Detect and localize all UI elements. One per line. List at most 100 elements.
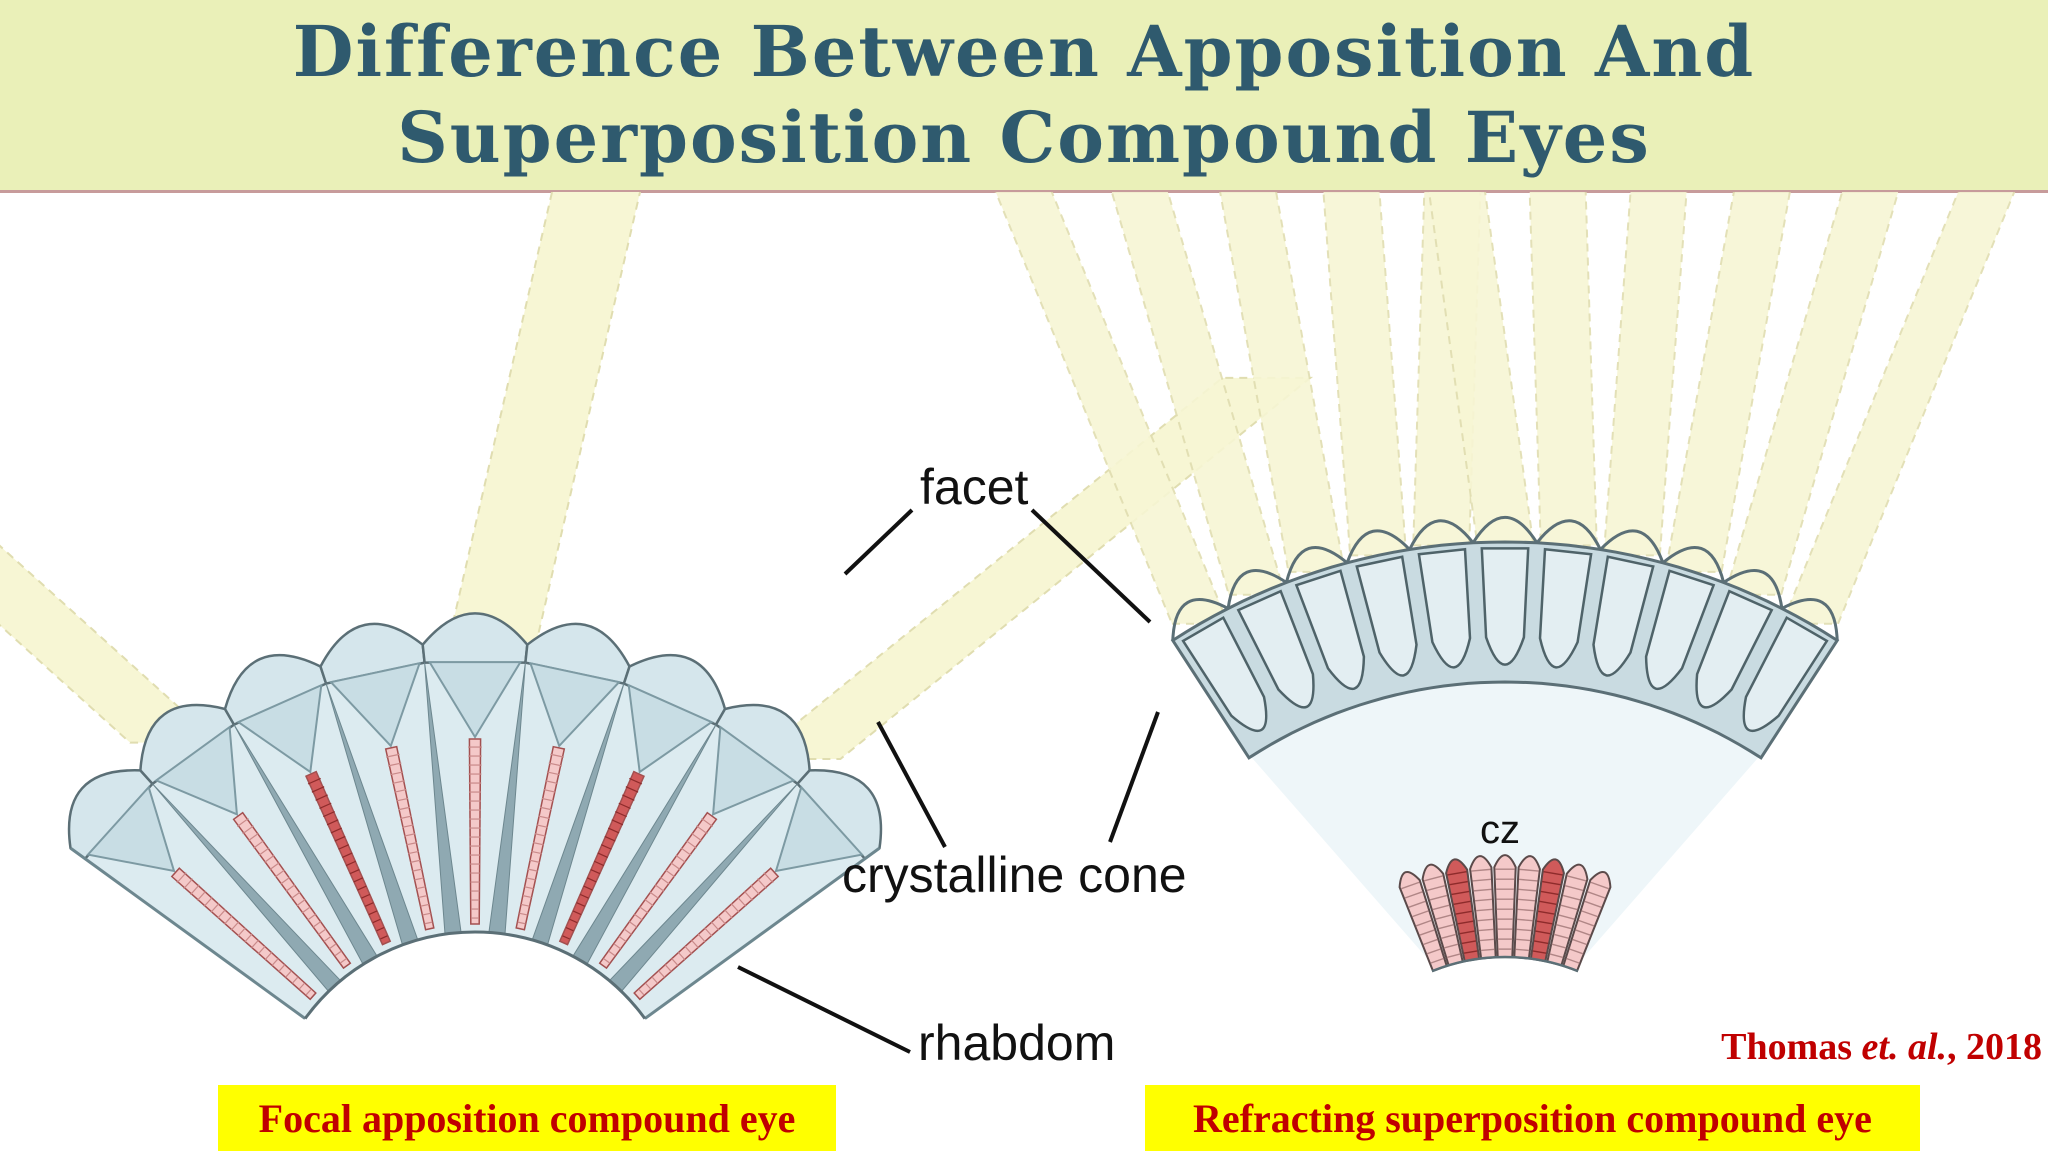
rhabdom-stripe (1519, 868, 1539, 872)
rhabdom-stripe (675, 854, 686, 863)
rhabdom-stripe (339, 958, 347, 964)
rhabdom (598, 811, 718, 970)
light-beam (1219, 192, 1346, 573)
rhabdom-stripe (665, 869, 676, 878)
rhabdom-stripe (420, 903, 429, 907)
facet-label: facet (920, 459, 1029, 515)
clear-zone-label: cz (1480, 808, 1520, 852)
lens-facet (1284, 546, 1349, 583)
rhabdom-stripe (1542, 880, 1561, 886)
rhabdom-stripe (1532, 950, 1547, 954)
crystalline-cone (1294, 569, 1366, 690)
rhabdom-stripe (1447, 870, 1467, 876)
rhabdom-stripe (285, 970, 292, 978)
title-line-2: Superposition Compound Eyes (397, 96, 1651, 179)
rhabdom-stripe (1459, 930, 1475, 935)
rhabdom-stripe (357, 885, 367, 891)
rhabdom (468, 738, 482, 925)
crystalline-cone (1644, 569, 1716, 690)
rhabdom-stripe (244, 933, 253, 943)
caption-superposition: Refracting superposition compound eye (1145, 1085, 1920, 1151)
crystalline-cone (236, 683, 323, 774)
rhabdom-stripe (402, 824, 414, 828)
rhabdom-stripe (329, 943, 337, 950)
rhabdom-stripe (1515, 948, 1530, 952)
leader-line (1108, 711, 1160, 843)
rhabdom (1546, 863, 1589, 967)
crystalline-cone (86, 785, 176, 873)
leader-line (843, 508, 914, 576)
rhabdom-stripe (1584, 900, 1602, 908)
rhabdom-stripe (323, 810, 335, 818)
rhabdom-stripe (677, 952, 686, 961)
rhabdom-stripe (217, 909, 227, 919)
rhabdom (1493, 854, 1517, 959)
lens-facet (1471, 516, 1539, 544)
rhabdom-stripe (1478, 928, 1494, 932)
lens-facet (1171, 598, 1229, 641)
rhabdom-stripe (586, 877, 597, 883)
rhabdom-stripe (517, 921, 526, 925)
rhabdom (1421, 863, 1464, 967)
rhabdom-stripe (756, 878, 767, 890)
rhabdom-stripe (659, 876, 670, 885)
rhabdom-stripe (330, 827, 343, 834)
rhabdom-stripe (424, 921, 433, 925)
compound-eye-diagram: facet crystalline cone rhabdom cz (0, 192, 2016, 1071)
superposition-eye (1170, 516, 1840, 973)
rhabdom-stripe (1549, 953, 1564, 959)
rhabdom-stripe (307, 913, 316, 921)
crystalline-cone (1417, 547, 1472, 669)
citation-year: , 2018 (1947, 1026, 2042, 1068)
rhabdom-stripe (664, 964, 672, 972)
rhabdom-stripe (404, 833, 416, 837)
light-beam (1780, 192, 2016, 625)
lens-facet (1781, 598, 1839, 641)
rhabdom-stripe (1556, 924, 1572, 930)
rhabdom-stripe (1581, 910, 1598, 918)
rhabdom-stripe (1429, 894, 1448, 901)
light-beam (1322, 192, 1408, 557)
rhabdom-stripe (230, 921, 240, 931)
crystalline-cone (528, 661, 622, 748)
rhabdom-stripe (644, 982, 652, 990)
rhabdom-stripe (1515, 938, 1531, 942)
rhabdom-stripe (730, 902, 740, 913)
rhabdom-stripe (524, 886, 534, 890)
superposition-light-beams (994, 192, 2016, 861)
rhabdom-stripe (236, 817, 249, 828)
rhabdom-stripe (1408, 900, 1426, 908)
rhabdom-stripe (539, 806, 552, 811)
light-beam (1528, 192, 1598, 547)
leader-line (876, 721, 947, 848)
rhabdom-stripe (629, 777, 643, 785)
rhabdom-stripe (562, 935, 570, 940)
rhabdom (1469, 855, 1497, 960)
rhabdom-stripe (1535, 930, 1551, 935)
rhabdom-stripe (1474, 898, 1493, 902)
rhabdom-stripe (380, 935, 388, 940)
rhabdom (1562, 871, 1612, 973)
rhabdom-stripe (396, 797, 409, 802)
crystalline-cone (154, 725, 239, 816)
rhabdom-stripe (416, 886, 426, 890)
rhabdom-stripe (638, 988, 645, 996)
light-beam (1723, 192, 1900, 596)
rhabdom-stripe (1551, 943, 1567, 949)
rhabdom-stripe (548, 762, 562, 767)
rhabdom-stripe (658, 970, 665, 978)
rhabdom-stripe (1463, 950, 1478, 954)
rhabdom-stripe (534, 833, 546, 837)
rhabdom-stripe (296, 899, 306, 907)
rhabdom-stripe (1473, 888, 1492, 892)
rhabdom-stripe (345, 860, 357, 867)
rhabdom-stripe (398, 806, 411, 811)
rhabdom-stripe (1404, 891, 1423, 899)
rhabdom-stripe (628, 921, 638, 928)
rhabdom-stripe (1590, 881, 1609, 890)
rhabdom-stripe (723, 909, 733, 919)
rhabdom-stripe (285, 884, 296, 892)
rhabdom-stripe (264, 952, 273, 961)
rhabdom-stripe (600, 844, 612, 850)
rhabdom-stripe (680, 847, 692, 856)
